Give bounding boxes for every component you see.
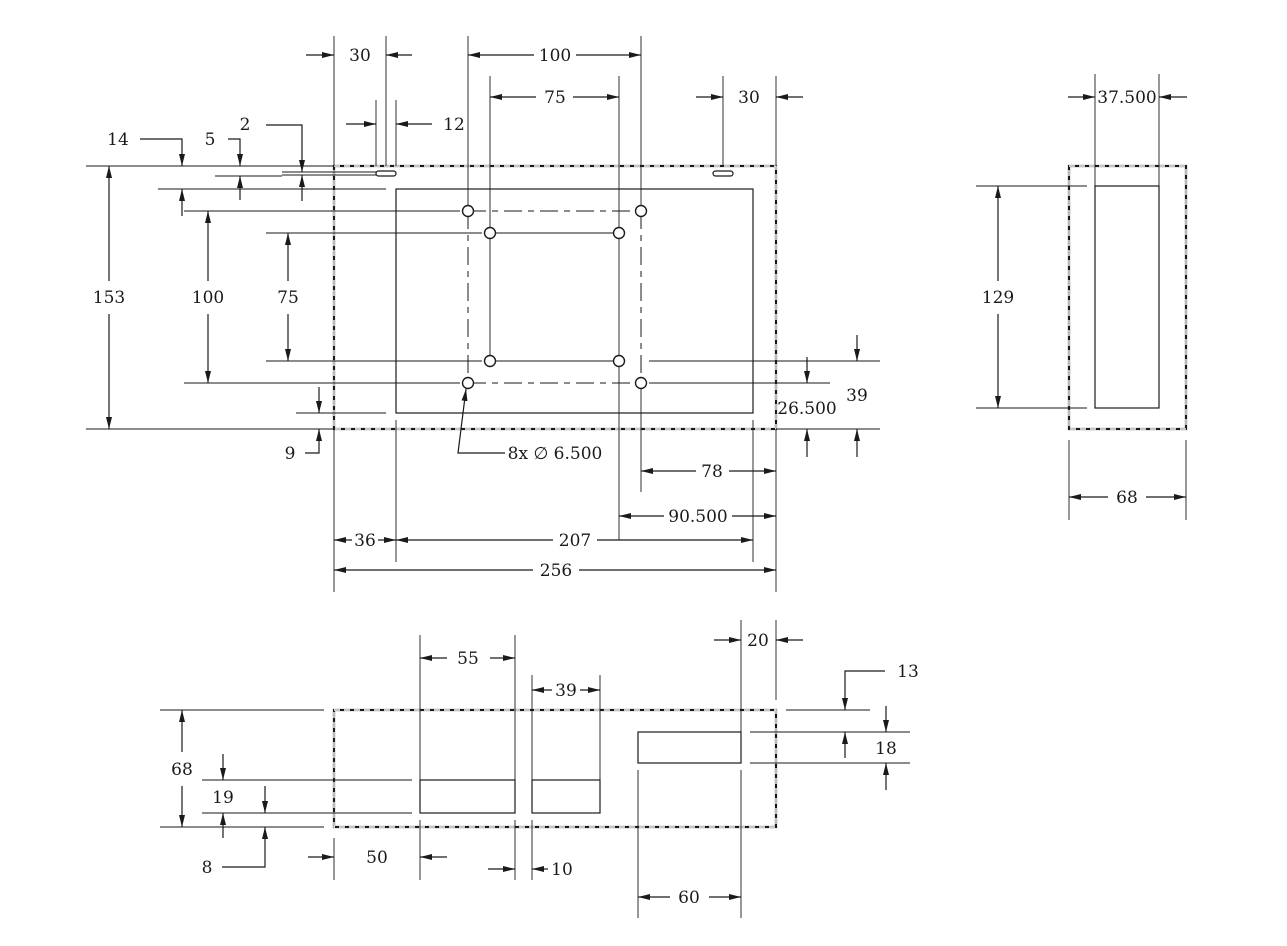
dim-right-offset: 20 bbox=[747, 631, 769, 651]
dim-outer-hole-bottom: 39 bbox=[846, 386, 868, 406]
dim-slot-length: 12 bbox=[443, 115, 465, 135]
bottom-hidden-edge bbox=[333, 709, 777, 828]
dim-cutout-b-width: 39 bbox=[555, 681, 577, 701]
dim-overall-height: 153 bbox=[93, 288, 125, 308]
mount-hole bbox=[461, 204, 475, 218]
dim-right-slot-offset: 30 bbox=[738, 88, 760, 108]
mount-hole bbox=[634, 376, 648, 390]
dim-hole-spacing-y-inner: 75 bbox=[277, 288, 299, 308]
dim-cutout-a-width: 55 bbox=[457, 649, 479, 669]
dim-right-hole-offset-outer: 90.500 bbox=[668, 507, 727, 527]
dim-top-margin: 14 bbox=[107, 130, 129, 150]
front-outline bbox=[332, 164, 778, 431]
dim-cutout-a-left: 50 bbox=[366, 848, 388, 868]
dim-cutout-c-height: 18 bbox=[875, 739, 897, 759]
dim-hole-spacing-x-outer: 100 bbox=[539, 46, 571, 66]
mount-hole bbox=[634, 204, 648, 218]
dim-window-width: 207 bbox=[559, 531, 591, 551]
hole-callout: 8x ∅ 6.500 bbox=[508, 444, 603, 464]
mount-hole bbox=[612, 354, 626, 368]
dim-top-offset: 13 bbox=[897, 662, 919, 682]
dim-side-window-width: 37.500 bbox=[1097, 88, 1156, 108]
dim-cutout-bottom: 8 bbox=[202, 858, 213, 878]
top-slot-right bbox=[712, 170, 734, 177]
side-view: 37.500 129 68 bbox=[976, 74, 1188, 520]
dim-slot-width: 2 bbox=[240, 115, 251, 135]
dim-overall-width: 256 bbox=[540, 561, 572, 581]
dim-left-window-offset: 36 bbox=[354, 531, 376, 551]
top-slot-left bbox=[375, 170, 397, 177]
mount-hole bbox=[612, 226, 626, 240]
bottom-outline bbox=[332, 708, 778, 829]
mount-hole bbox=[461, 376, 475, 390]
bottom-view: 55 39 20 13 18 68 19 8 50 bbox=[160, 620, 919, 918]
front-view: 30 100 75 30 12 2 5 14 bbox=[86, 36, 880, 592]
dim-slot-depth: 5 bbox=[205, 130, 216, 150]
dim-inner-hole-bottom: 26.500 bbox=[777, 399, 836, 419]
cutout-a bbox=[419, 779, 516, 814]
side-window bbox=[1094, 185, 1160, 409]
front-window bbox=[395, 188, 754, 414]
dim-top-slot-offset: 30 bbox=[349, 46, 371, 66]
side-hidden-edge bbox=[1068, 165, 1187, 430]
mount-hole bbox=[483, 354, 497, 368]
dim-cutout-height: 19 bbox=[212, 788, 234, 808]
dim-hole-spacing-x-inner: 75 bbox=[544, 88, 566, 108]
dim-hole-spacing-y-outer: 100 bbox=[192, 288, 224, 308]
dim-side-window-height: 129 bbox=[982, 288, 1014, 308]
dim-right-hole-offset: 78 bbox=[701, 462, 723, 482]
side-outline bbox=[1067, 164, 1188, 431]
front-hidden-edge bbox=[333, 165, 777, 430]
dim-cutout-gap: 10 bbox=[551, 860, 573, 880]
mount-hole bbox=[483, 226, 497, 240]
cutout-c bbox=[637, 731, 742, 764]
dim-side-overall-depth: 68 bbox=[1116, 488, 1138, 508]
dim-bottom-overall-height: 68 bbox=[171, 760, 193, 780]
dim-bottom-margin: 9 bbox=[285, 444, 296, 464]
dim-cutout-c-width: 60 bbox=[678, 888, 700, 908]
cutout-b bbox=[531, 779, 601, 814]
